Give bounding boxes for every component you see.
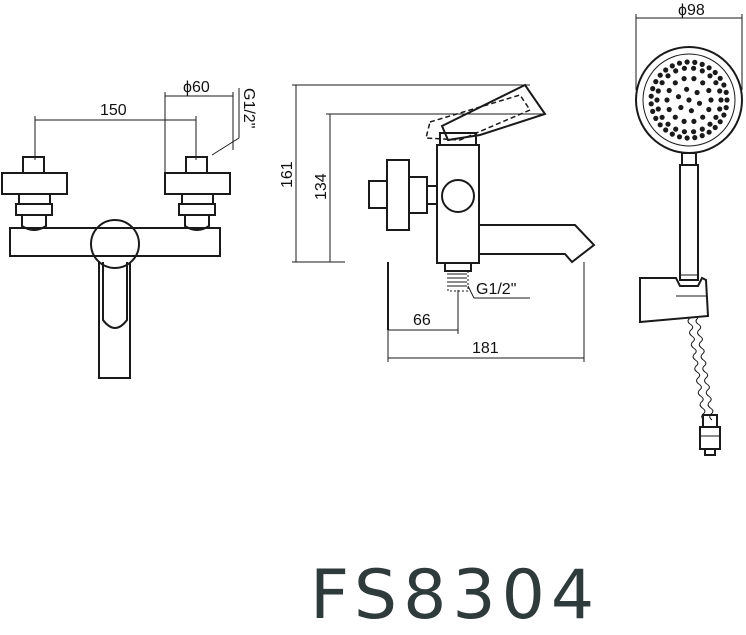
nozzle-dot xyxy=(666,106,672,113)
model-number: FS8304 xyxy=(310,556,601,635)
nozzle-dot xyxy=(691,118,697,124)
nozzle-dot xyxy=(684,86,690,92)
nozzle-dot xyxy=(707,73,713,79)
dim-161: 161 xyxy=(279,161,296,188)
nozzle-dot xyxy=(655,88,661,94)
nozzle-dot xyxy=(669,131,675,137)
nozzle-dot xyxy=(700,80,706,86)
dim-phi98: ϕ98 xyxy=(678,2,705,19)
nozzle-dot xyxy=(676,60,683,66)
nozzle-dot xyxy=(699,133,705,139)
nozzle-dot xyxy=(696,100,703,106)
nozzle-dot xyxy=(717,88,723,94)
front-view: 150 ϕ60 G1/2" xyxy=(1,79,257,379)
nozzle-dot xyxy=(723,105,729,111)
nozzle-dot xyxy=(700,114,706,120)
nozzle-dot xyxy=(712,124,718,131)
dim-66: 66 xyxy=(413,312,431,329)
dim-150: 150 xyxy=(100,102,127,119)
nozzle-dot xyxy=(699,61,705,67)
nozzle-dot xyxy=(684,135,690,141)
nozzle-dot xyxy=(676,134,683,140)
nozzle-dot xyxy=(673,68,679,74)
nozzle-dot xyxy=(713,80,719,86)
nozzle-dot xyxy=(691,129,697,135)
nozzle-dot xyxy=(663,127,669,133)
nozzle-dot xyxy=(659,80,665,86)
nozzle-dot xyxy=(706,87,712,94)
nozzle-dot xyxy=(675,94,682,100)
side-view: 161 134 G1/2" 66 xyxy=(279,83,596,362)
nozzle-dot xyxy=(678,104,684,111)
nozzle-dot xyxy=(654,97,660,103)
nozzle-dot xyxy=(721,112,727,118)
nozzle-dot xyxy=(648,93,654,99)
nozzle-dot xyxy=(717,106,723,112)
nozzle-dot xyxy=(684,59,690,65)
nozzle-dot xyxy=(706,129,712,135)
nozzle-dot xyxy=(717,119,723,125)
nozzle-dot xyxy=(724,97,730,103)
dim-thread-front: G1/2" xyxy=(240,88,257,128)
dim-phi60: ϕ60 xyxy=(183,79,210,96)
nozzle-dot xyxy=(666,87,672,94)
nozzle-dot xyxy=(699,126,705,132)
nozzle-dot xyxy=(663,67,669,73)
nozzle-dot xyxy=(659,114,665,120)
nozzle-dot xyxy=(648,101,654,107)
nozzle-dot xyxy=(681,76,687,82)
nozzle-dot xyxy=(665,121,671,127)
dim-thread-side: G1/2" xyxy=(476,281,516,298)
nozzle-dot xyxy=(672,114,678,120)
nozzle-dot xyxy=(681,118,687,124)
nozzle-dot xyxy=(653,115,659,121)
nozzle-dot xyxy=(686,97,692,103)
nozzle-dot xyxy=(657,72,663,78)
nozzle-dot xyxy=(712,69,718,76)
nozzle-dot xyxy=(655,106,661,112)
nozzle-pattern xyxy=(648,59,730,141)
dim-181: 181 xyxy=(472,340,499,357)
nozzle-dot xyxy=(664,97,670,103)
nozzle-dot xyxy=(669,63,675,69)
nozzle-dot xyxy=(713,114,719,120)
nozzle-dot xyxy=(688,108,695,114)
nozzle-dot xyxy=(723,89,729,95)
nozzle-dot xyxy=(706,106,712,113)
nozzle-dot xyxy=(665,73,671,79)
nozzle-dot xyxy=(707,121,713,127)
nozzle-dot xyxy=(721,82,727,88)
nozzle-dot xyxy=(692,59,698,65)
nozzle-dot xyxy=(708,97,714,103)
nozzle-dot xyxy=(718,97,724,103)
nozzle-dot xyxy=(681,129,688,135)
nozzle-dot xyxy=(692,135,698,141)
hand-shower: ϕ98 xyxy=(635,2,743,456)
nozzle-dot xyxy=(699,68,705,74)
nozzle-dot xyxy=(681,65,688,71)
nozzle-dot xyxy=(650,86,656,92)
nozzle-dot xyxy=(672,80,678,86)
nozzle-dot xyxy=(694,89,700,96)
nozzle-dot xyxy=(706,65,712,71)
nozzle-dot xyxy=(691,76,697,82)
nozzle-dot xyxy=(657,122,663,128)
nozzle-dot xyxy=(673,126,679,132)
nozzle-dot xyxy=(653,79,659,85)
nozzle-dot xyxy=(650,108,656,114)
dim-134: 134 xyxy=(313,173,330,200)
nozzle-dot xyxy=(717,75,723,81)
nozzle-dot xyxy=(691,65,697,71)
